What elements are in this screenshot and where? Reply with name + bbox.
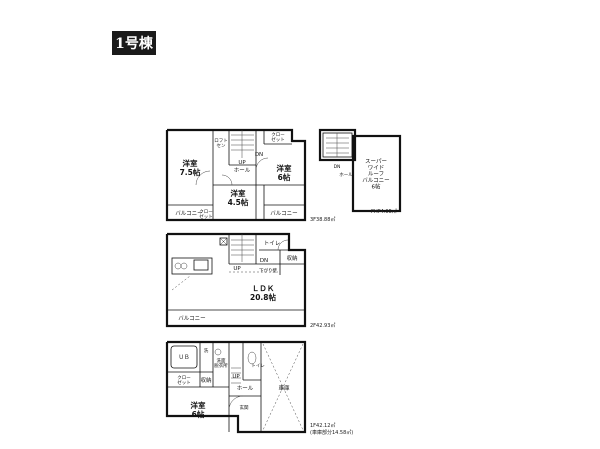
penthouse-dn-label: DN (334, 164, 341, 170)
closet-1f-label: クローゼット (177, 375, 191, 386)
balcony-3f-left-label: バルコニー (175, 210, 202, 217)
bath-label: ＵＢ (178, 354, 189, 361)
ldk-size: 20.8帖 (250, 292, 277, 302)
balcony-2f-label: バルコニー (178, 315, 205, 322)
floor-1-plan: ＵＢ 洗 洗面脱衣所 クローゼット 収納 UP ホール トイレ 車庫 洋室 6帖… (165, 340, 353, 436)
floor-2-area: 2F42.93㎡ (310, 322, 335, 329)
entrance-label: 玄関 (240, 404, 249, 411)
ldk-name: ＬＤＫ (252, 284, 275, 293)
room-3f-east-size: 6帖 (278, 172, 291, 182)
room-3f-middle-size: 4.5帖 (228, 197, 249, 207)
floor-2-plan: ＬＤＫ 20.8帖 トイレ 収納 UP DN 下がり壁 バルコニー 2F42.9… (165, 232, 335, 329)
room-3f-west-size: 7.5帖 (180, 167, 201, 177)
garage-label: 車庫 (278, 384, 290, 392)
floor-3-area: 3F38.88㎡ (310, 216, 335, 223)
storage-1f-label: 収納 (200, 376, 212, 384)
room-3f-west-name: 洋室 (183, 158, 198, 168)
penthouse-area: PHF4.05㎡ (371, 208, 397, 215)
hall-3f-up-label: UP (238, 160, 246, 166)
closet-3f-top-label: クローゼット (271, 132, 285, 143)
room-1f-size: 6帖 (192, 409, 205, 419)
balcony-3f-right-label: バルコニー (270, 210, 297, 217)
room-3f-middle-name: 洋室 (231, 188, 246, 198)
room-3f-east-name: 洋室 (277, 163, 292, 173)
toilet-2f-label: トイレ (264, 241, 281, 247)
wash-label: 洗 (204, 347, 209, 354)
closet-3f-small-label: クローゼット (199, 209, 213, 220)
loft-3f-label: ロフトセン (214, 138, 228, 149)
building-title: 1号棟 (112, 31, 156, 55)
stairs-2f-dn-label: DN (260, 258, 268, 264)
toilet-1f-label: トイレ (251, 364, 265, 369)
ceiling-note: 下がり壁 (259, 267, 277, 274)
storage-2f-label: 収納 (286, 254, 298, 262)
garage-area: (車庫部分14.58㎡) (310, 429, 353, 436)
floor-1-area: 1F42.12㎡ (310, 422, 335, 429)
stairs-2f-up-label: UP (233, 266, 241, 272)
stairs-3f-dn-label: DN (255, 152, 263, 158)
room-1f-name: 洋室 (191, 400, 206, 410)
hall-1f-label: ホール (237, 385, 254, 392)
washroom-label: 洗面脱衣所 (214, 357, 228, 369)
floor-3-plan: 洋室 7.5帖 洋室 4.5帖 洋室 6帖 クローゼット ロフトセン クローゼッ… (165, 128, 335, 223)
hall-3f-label: ホール (234, 167, 251, 174)
penthouse-hall-label: ホール (339, 172, 353, 178)
stairs-1f-up-label: UP (232, 374, 240, 380)
